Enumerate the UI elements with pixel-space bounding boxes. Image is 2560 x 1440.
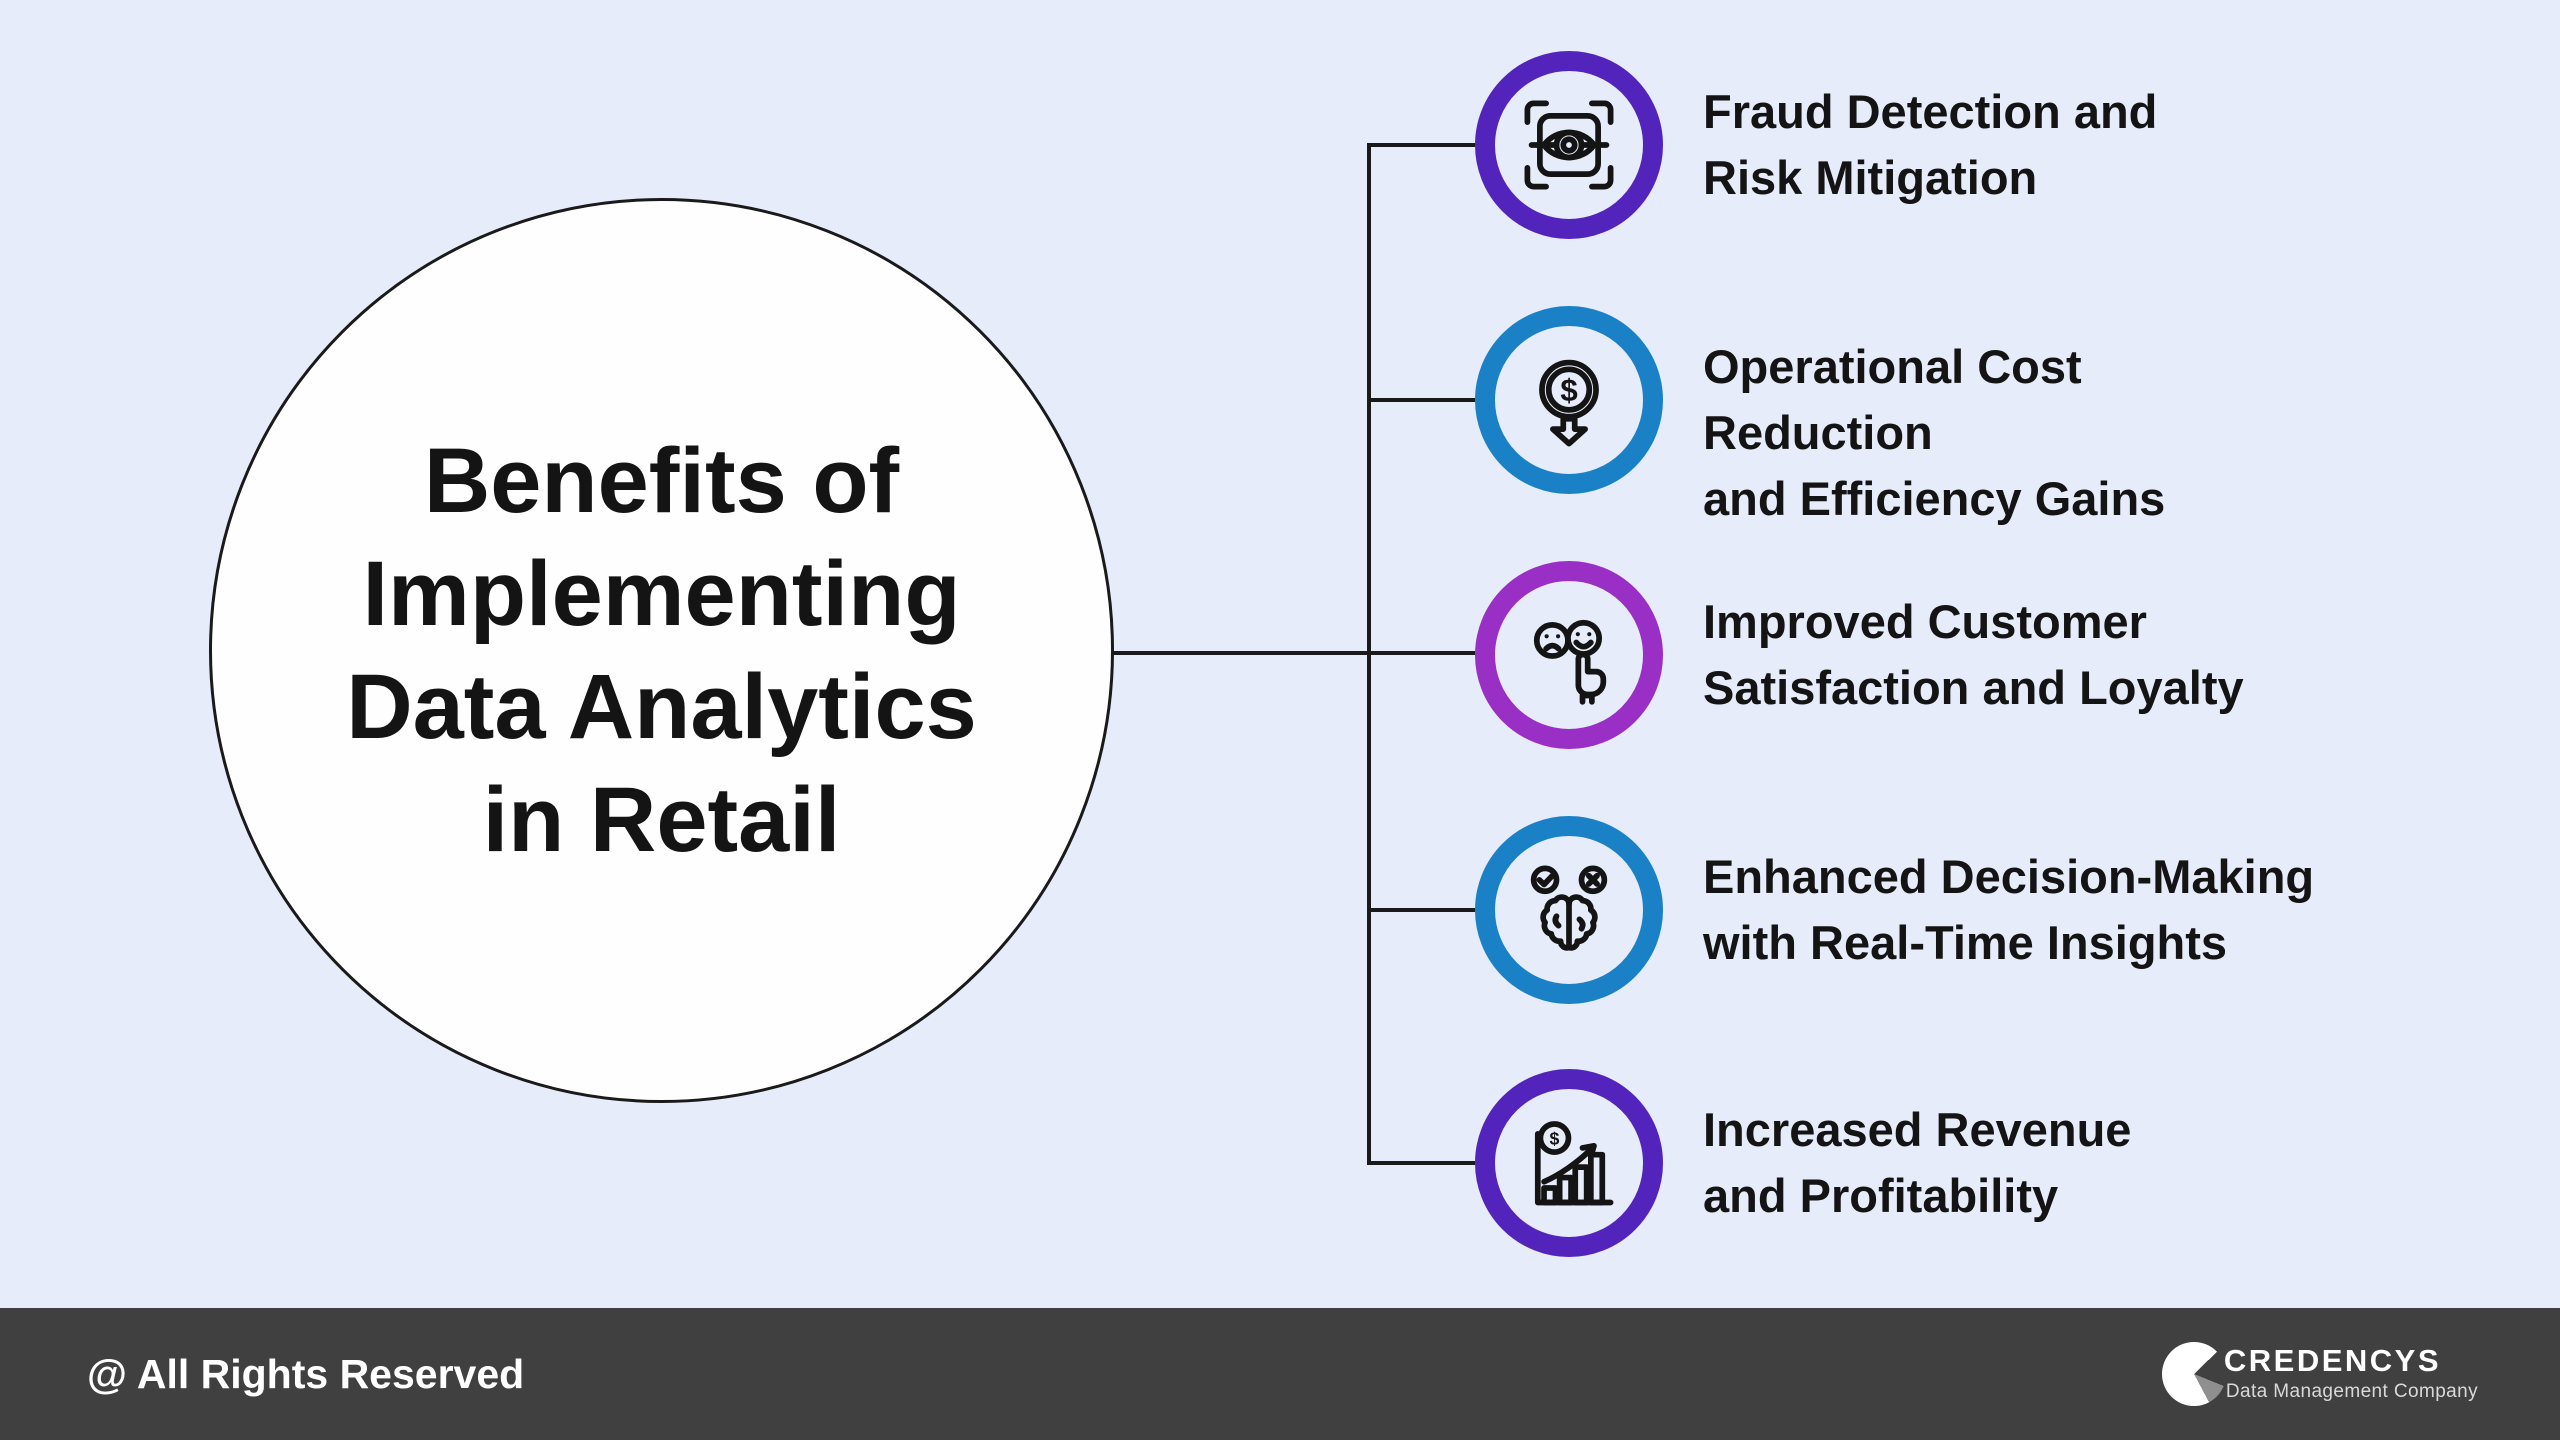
credencys-logo-text: CREDENCYS Data Management Company: [2224, 1343, 2478, 1405]
connector-branch-4: [1367, 908, 1475, 912]
item-2-ring: $: [1475, 306, 1663, 494]
brand-name: CREDENCYS: [2223, 1343, 2442, 1378]
fraud-scan-eye-icon: [1524, 100, 1614, 190]
item-5-label-line-2: and Profitability: [1703, 1169, 2059, 1222]
item-4-label-line-1: Enhanced Decision-Making: [1703, 850, 2315, 903]
item-4-ring: [1475, 816, 1663, 1004]
item-2-label: Operational Cost Reduction and Efficienc…: [1703, 334, 2323, 532]
connector-branch-5: [1367, 1161, 1475, 1165]
item-1-label-line-2: Risk Mitigation: [1703, 151, 2038, 204]
brand-tagline: Data Management Company: [2225, 1381, 2478, 1402]
item-5-label: Increased Revenue and Profitability: [1703, 1097, 2323, 1229]
item-4-label: Enhanced Decision-Making with Real-Time …: [1703, 844, 2323, 976]
item-2-label-line-1: Operational Cost Reduction: [1703, 340, 2082, 459]
item-1-ring: [1475, 51, 1663, 239]
customer-faces-hand-icon: [1533, 619, 1607, 705]
credencys-logo: CREDENCYS Data Management Company: [2161, 1308, 2478, 1440]
copyright-text: @ All Rights Reserved: [87, 1350, 525, 1397]
title-line-2: Implementing: [362, 542, 961, 645]
page-title: Benefits of Implementing Data Analytics …: [346, 425, 977, 877]
title-line-4: in Retail: [482, 768, 841, 871]
connector-branch-2: [1367, 398, 1475, 402]
item-3-label-line-2: Satisfaction and Loyalty: [1703, 661, 2244, 714]
connector-main-line: [1110, 651, 1475, 655]
coin-down-arrow-icon: $: [1539, 359, 1599, 447]
credencys-pie-icon: [2161, 1342, 2226, 1406]
title-line-3: Data Analytics: [346, 655, 977, 758]
svg-text:$: $: [1560, 373, 1577, 408]
connector-trunk-line: [1367, 143, 1371, 1165]
connector-branch-1: [1367, 143, 1475, 147]
growth-chart-dollar-icon: $: [1534, 1121, 1614, 1206]
brain-check-x-icon: [1530, 865, 1608, 951]
title-circle: Benefits of Implementing Data Analytics …: [209, 198, 1114, 1103]
svg-text:$: $: [1550, 1129, 1560, 1149]
item-1-label-line-1: Fraud Detection and: [1703, 85, 2158, 138]
item-1-label: Fraud Detection and Risk Mitigation: [1703, 79, 2323, 211]
footer-bar: @ All Rights Reserved CREDENCYS Data Man…: [0, 1308, 2560, 1440]
item-5-ring: $: [1475, 1069, 1663, 1257]
item-5-label-line-1: Increased Revenue: [1703, 1103, 2132, 1156]
item-3-label-line-1: Improved Customer: [1703, 595, 2147, 648]
item-2-label-line-2: and Efficiency Gains: [1703, 472, 2166, 525]
item-3-ring: [1475, 561, 1663, 749]
title-line-1: Benefits of: [423, 429, 900, 532]
item-3-label: Improved Customer Satisfaction and Loyal…: [1703, 589, 2323, 721]
item-4-label-line-2: with Real-Time Insights: [1703, 916, 2228, 969]
